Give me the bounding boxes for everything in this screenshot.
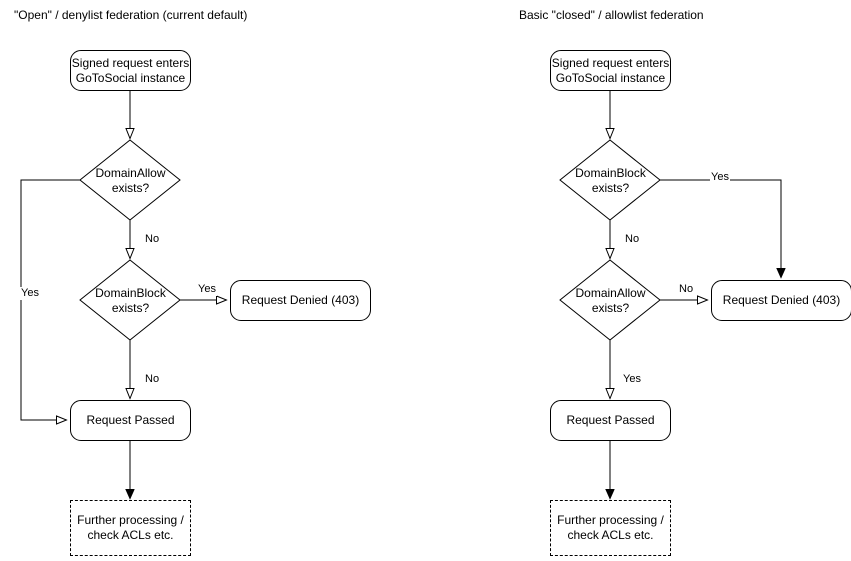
diamond-domainallow-right <box>559 259 661 341</box>
edge-label-right-allow-no: No <box>678 283 695 296</box>
node-request-passed-right[interactable]: Request Passed <box>550 400 671 441</box>
edge-label-left-allow-yes: Yes <box>20 287 40 300</box>
node-entry-right-line2: GoToSocial instance <box>555 70 666 85</box>
edge-block-yes-to-denied-right <box>660 179 781 277</box>
node-further-processing-right-text: Further processing / check ACLs etc. <box>557 513 664 543</box>
node-further-left-line2: check ACLs etc. <box>87 528 174 542</box>
node-further-right-line2: check ACLs etc. <box>567 528 654 542</box>
node-further-processing-left-text: Further processing / check ACLs etc. <box>77 513 184 543</box>
node-further-left-line1: Further processing / <box>77 513 184 527</box>
edge-label-left-allow-no: No <box>144 233 161 246</box>
node-entry-left-line2: GoToSocial instance <box>75 70 186 85</box>
edge-label-left-block-yes: Yes <box>197 283 217 296</box>
node-entry-left-text: Signed request enters GoToSocial instanc… <box>72 56 189 86</box>
node-request-passed-left[interactable]: Request Passed <box>70 400 191 441</box>
left-column-title: "Open" / denylist federation (current de… <box>14 8 248 22</box>
diamond-domainblock-right <box>559 139 661 221</box>
node-entry-left[interactable]: Signed request enters GoToSocial instanc… <box>70 50 191 91</box>
left-column-edges <box>20 90 226 498</box>
node-further-right-line1: Further processing / <box>557 513 664 527</box>
edge-label-right-block-no: No <box>624 233 641 246</box>
left-column-shapes <box>79 139 181 341</box>
right-column-edges <box>610 90 781 498</box>
edge-label-left-block-no: No <box>144 373 161 386</box>
diamond-domainblock-left <box>79 259 181 341</box>
edge-allow-yes-to-passed-left <box>20 179 80 420</box>
right-column-shapes <box>559 139 661 341</box>
node-request-denied-right[interactable]: Request Denied (403) <box>711 280 851 321</box>
node-entry-left-line1: Signed request enters <box>71 55 190 70</box>
edge-label-right-block-yes: Yes <box>710 171 730 184</box>
node-further-processing-right[interactable]: Further processing / check ACLs etc. <box>550 500 671 556</box>
node-entry-right[interactable]: Signed request enters GoToSocial instanc… <box>550 50 671 91</box>
node-entry-right-text: Signed request enters GoToSocial instanc… <box>552 56 669 86</box>
node-request-denied-left[interactable]: Request Denied (403) <box>230 280 371 321</box>
node-entry-right-line1: Signed request enters <box>551 55 670 70</box>
edge-label-right-allow-yes: Yes <box>622 373 642 386</box>
diamond-domainallow-left <box>79 139 181 221</box>
right-column-title: Basic "closed" / allowlist federation <box>519 8 704 22</box>
node-further-processing-left[interactable]: Further processing / check ACLs etc. <box>70 500 191 556</box>
